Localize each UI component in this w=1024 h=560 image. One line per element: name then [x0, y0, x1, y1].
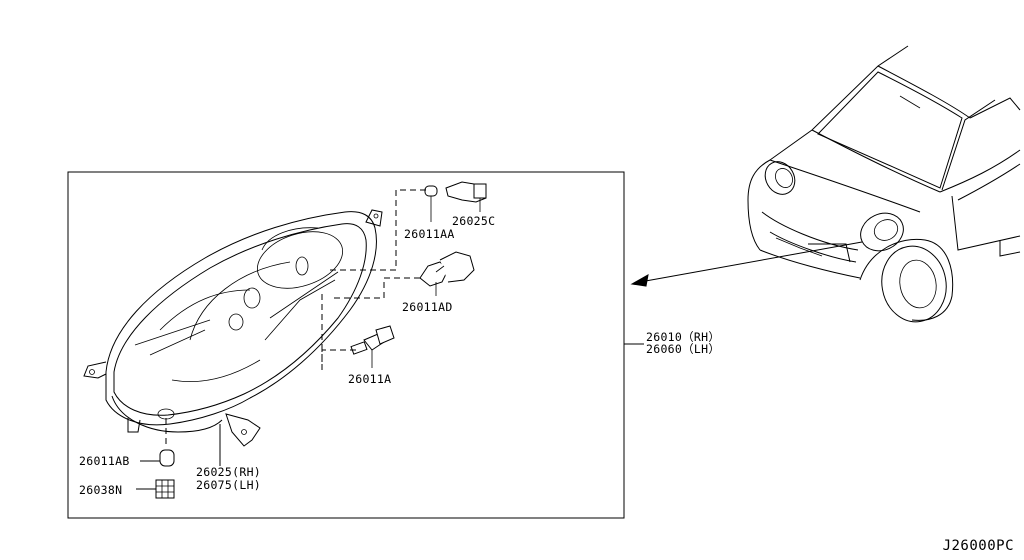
bulb-26011AA	[424, 185, 438, 222]
label-26025-rh: 26025(RH)	[196, 465, 261, 479]
headlamp-assembly	[83, 209, 383, 447]
dashed-leaders	[165, 189, 426, 448]
label-26011AB: 26011AB	[79, 454, 130, 468]
assembly-frame	[67, 171, 625, 519]
car-illustration	[747, 45, 1021, 323]
bulb-26011AB	[159, 449, 175, 467]
diagram-code: J26000PC	[942, 538, 1014, 554]
bulb-26011A	[350, 325, 395, 368]
label-26010-rh: 26010（RH）	[646, 330, 720, 344]
label-26011AA: 26011AA	[404, 227, 455, 241]
socket-26038N	[155, 479, 175, 499]
bulb-26011AD	[419, 251, 475, 296]
label-26075-lh: 26075(LH)	[196, 478, 261, 492]
label-26060-lh: 26060（LH）	[646, 342, 720, 356]
callout-arrow	[630, 241, 863, 287]
label-26025C: 26025C	[452, 214, 495, 228]
label-26011AD: 26011AD	[402, 300, 453, 314]
label-26038N: 26038N	[79, 483, 122, 497]
label-26011A: 26011A	[348, 372, 391, 386]
socket-26025C	[445, 181, 487, 212]
